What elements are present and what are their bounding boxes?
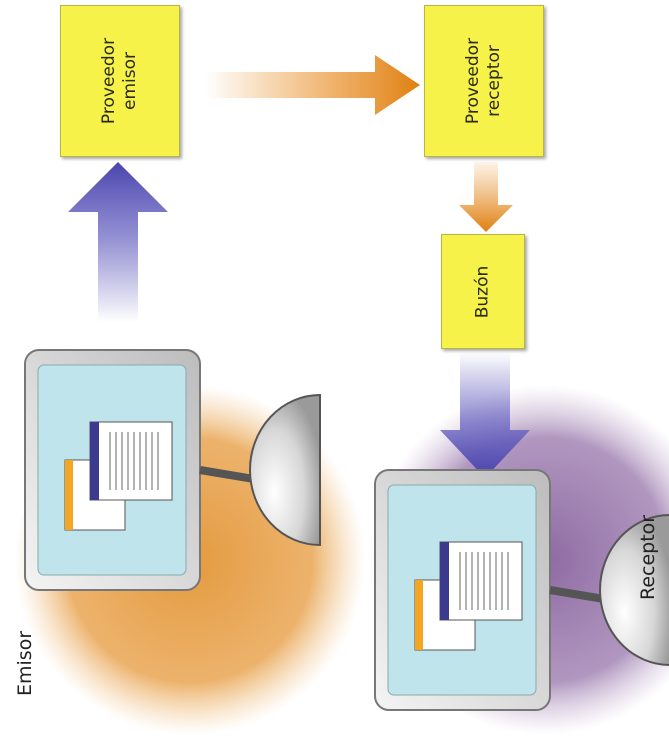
arrow-sender-to-provider [68,162,168,322]
mailbox-label: Buzón [472,265,493,318]
arrow-provider-to-provider [205,55,420,115]
sender-provider-box: Proveedor emisor [60,5,180,157]
sender-computer [24,349,321,591]
arrow-provider-to-mailbox [459,162,513,232]
mailbox-box: Buzón [441,234,525,349]
receiver-provider-label: Proveedor receptor [463,37,504,125]
receiver-label: Receptor [637,514,659,600]
receiver-provider-box: Proveedor receptor [424,5,544,157]
arrow-mailbox-to-receiver [440,352,530,478]
receiver-computer [374,469,669,711]
sender-label: Emisor [14,630,36,696]
sender-provider-label: Proveedor emisor [99,37,140,125]
